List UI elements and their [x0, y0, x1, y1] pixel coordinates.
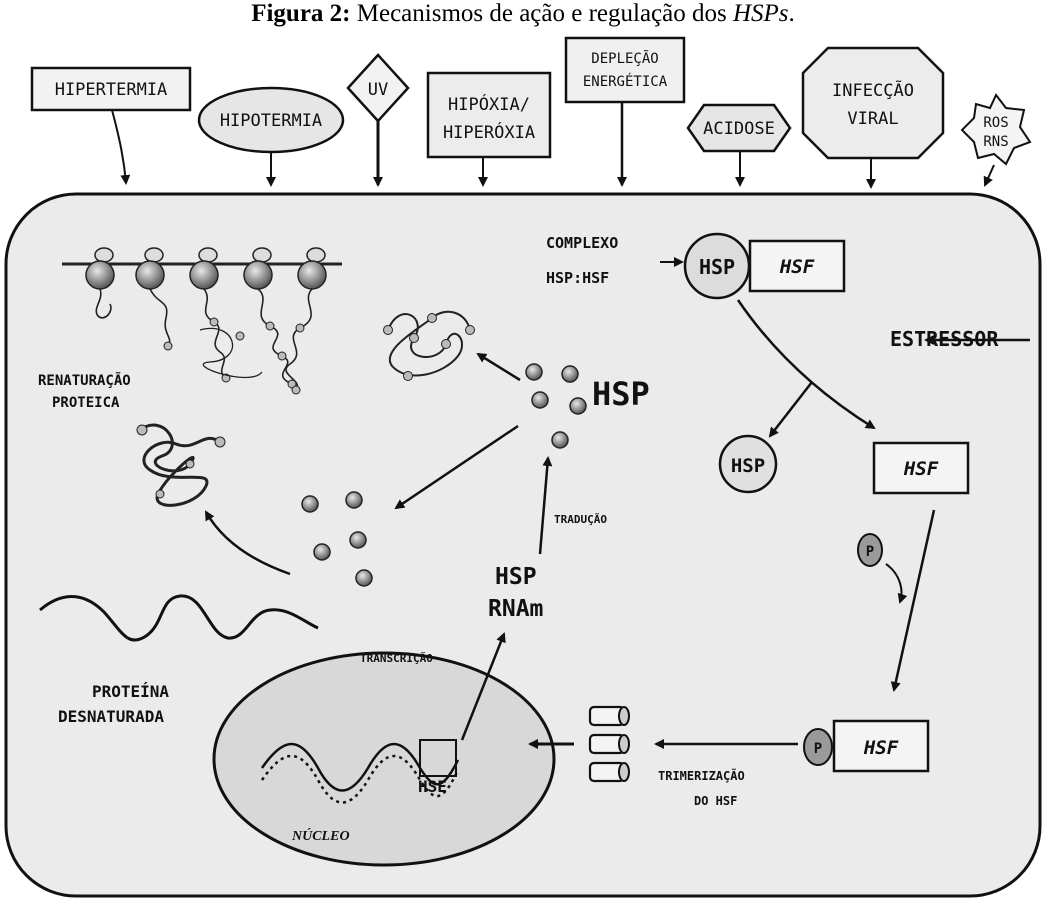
phosphorylated-hsf: P HSF [803, 719, 930, 773]
arrow-phosphorylation [890, 509, 936, 692]
renatured-protein [136, 423, 226, 507]
free-hsf-label: HSF [903, 458, 939, 480]
estressor-label: ESTRESSOR [890, 327, 999, 351]
arrow-transcription [460, 632, 506, 741]
stressor-hipertermia-label: HIPERTERMIA [55, 80, 168, 100]
stressor-hipoxia-label-2: HIPERÓXIA [443, 121, 535, 143]
arrow-to-renaturation [204, 510, 291, 576]
stressor-infeccao: INFECÇÃO VIRAL [801, 46, 945, 189]
arrow-to-free-hsf [736, 299, 876, 430]
phosphate-free: P [857, 533, 908, 604]
hsp-hsf-complex: HSP HSF [683, 232, 846, 300]
stressor-ros-label-2: RNS [983, 134, 1008, 150]
caption-italic: HSPs [732, 0, 789, 27]
trimerizacao-label-2: DO HSF [694, 794, 737, 808]
stressor-acidose-label: ACIDOSE [703, 119, 775, 139]
stressor-hipertermia: HIPERTERMIA [30, 66, 192, 185]
stressor-deplecao-label-1: DEPLEÇÃO [591, 50, 658, 67]
stressor-ros-label-1: ROS [983, 115, 1008, 131]
arrow-to-free-hsp [768, 381, 813, 438]
membrane-ribosomes [62, 247, 342, 395]
complexo-label-1: COMPLEXO [546, 234, 618, 252]
hsp-rna-label-1: HSP [495, 564, 537, 590]
stressor-hipotermia: HIPOTERMIA [197, 86, 345, 187]
stressor-acidose: ACIDOSE [686, 103, 792, 187]
phosphate-free-label: P [866, 544, 874, 560]
free-hsp: HSP [718, 434, 778, 494]
caption-prefix: Figura 2: [251, 0, 351, 27]
stressor-hipotermia-label: HIPOTERMIA [220, 111, 322, 131]
complex-hsp-label: HSP [699, 255, 735, 279]
free-hsf: HSF [872, 441, 970, 495]
hsp-cluster-top [525, 363, 587, 449]
stressor-uv-label: UV [368, 80, 388, 100]
proteina-label-2: DESNATURADA [58, 707, 164, 726]
phosphorylated-p-label: P [814, 741, 822, 757]
stressor-hipoxia: HIPÓXIA/ HIPERÓXIA [426, 71, 552, 187]
stressor-deplecao-label-2: ENERGÉTICA [583, 73, 668, 90]
arrow-translation [538, 456, 553, 555]
nucleus [212, 651, 556, 867]
renaturacao-label-2: PROTEICA [52, 395, 120, 411]
stressor-uv: UV [346, 53, 410, 187]
hsp-cluster-bottom [301, 491, 373, 587]
hsf-trimer [588, 705, 630, 783]
stressor-hipoxia-label-1: HIPÓXIA/ [448, 93, 530, 115]
proteina-label-1: PROTEÍNA [92, 682, 169, 701]
complex-hsf-label: HSF [779, 256, 815, 278]
hsp-big-label: HSP [592, 375, 650, 413]
caption-suffix: . [788, 0, 795, 27]
renaturacao-label-1: RENATURAÇÃO [38, 372, 131, 389]
complexo-label-2: HSP:HSF [546, 269, 609, 287]
phosphorylated-hsf-label: HSF [863, 737, 899, 759]
caption-text: Mecanismos de ação e regulação dos [350, 0, 733, 27]
trimerizacao-label-1: TRIMERIZAÇÃO [658, 768, 745, 783]
hsp-rna-label-2: RNAm [488, 596, 543, 622]
nucleo-label: NÚCLEO [291, 827, 350, 844]
folded-protein [383, 310, 475, 381]
figure-caption: Figura 2: Mecanismos de ação e regulação… [0, 0, 1046, 28]
arrow-hsp-to-cluster [394, 424, 519, 510]
traducao-label: TRADUÇÃO [554, 513, 607, 526]
stressor-infeccao-label-2: VIRAL [847, 109, 898, 129]
arrow-hsp-to-folded [476, 352, 521, 382]
transcricao-label: TRANSCRIÇÃO [360, 652, 433, 665]
stressor-deplecao: DEPLEÇÃO ENERGÉTICA [564, 36, 686, 187]
denatured-protein [39, 594, 319, 642]
stressor-infeccao-label-1: INFECÇÃO [832, 79, 914, 101]
stressor-ros: ROS RNS [960, 93, 1032, 187]
free-hsp-label: HSP [731, 455, 765, 477]
hse-label: HSE [418, 777, 447, 796]
